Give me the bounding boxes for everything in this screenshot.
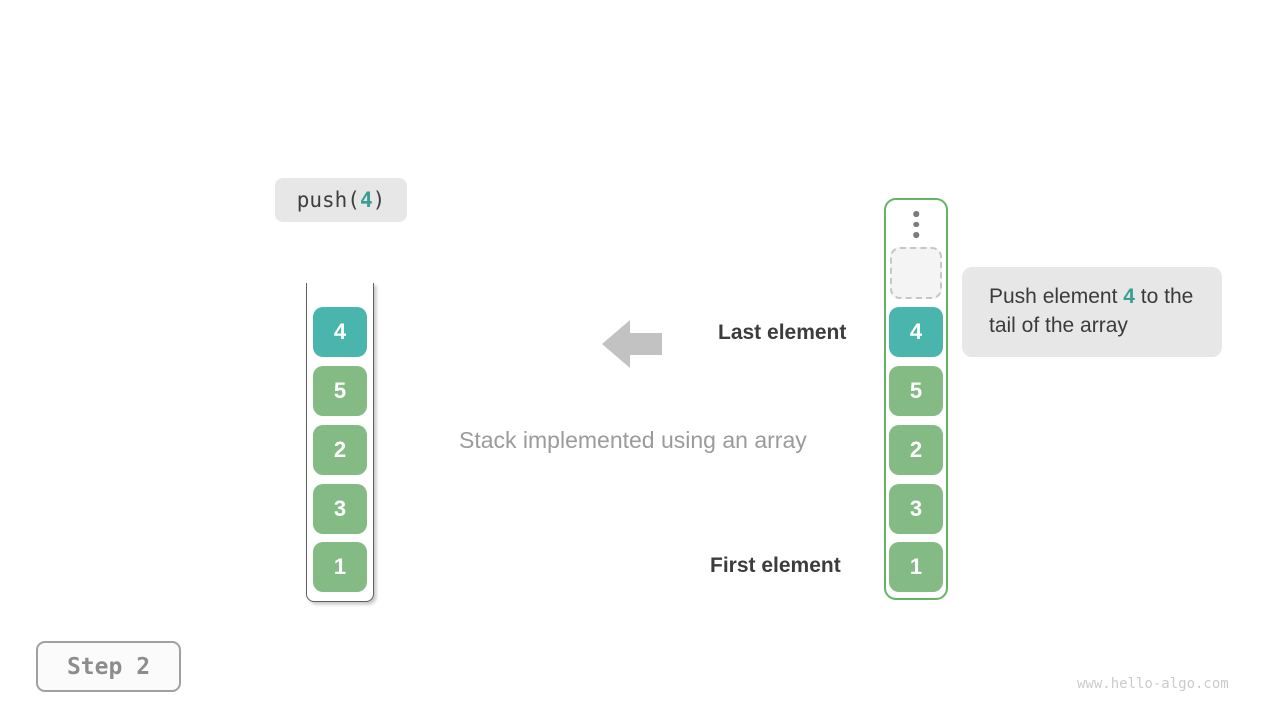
callout-value: 4 (1123, 285, 1135, 308)
stack-cell-value: 1 (333, 554, 347, 579)
step-badge-label: Step 2 (66, 653, 151, 680)
diagram-caption: Stack implemented using an array (459, 427, 807, 453)
array-cell: 1 (889, 542, 943, 592)
stack-cell: 2 (313, 425, 367, 475)
array-cell: 3 (889, 484, 943, 534)
array-cell-value: 5 (909, 378, 923, 403)
stack-cell-value: 4 (333, 319, 347, 344)
last-element-label: Last element (718, 321, 847, 344)
callout-bubble: Push element 4 to the tail of the array (962, 267, 1222, 357)
callout-text-before: Push element (989, 285, 1124, 308)
array-cell-value: 1 (909, 554, 923, 579)
operation-value: 4 (359, 188, 373, 212)
stack-cell-value: 3 (333, 496, 347, 521)
stack-cell: 5 (313, 366, 367, 416)
operation-label: push(4) (275, 178, 407, 222)
stack-cell-value: 5 (333, 378, 347, 403)
watermark: www.hello-algo.com (1077, 676, 1229, 692)
empty-array-slot (890, 247, 942, 299)
first-element-label: First element (710, 554, 841, 577)
array-container: 4 5 2 3 1 (884, 198, 948, 600)
vertical-ellipsis-icon (913, 211, 919, 238)
array-cell: 5 (889, 366, 943, 416)
stack-cell: 3 (313, 484, 367, 534)
stack-cell: 4 (313, 307, 367, 357)
callout-text-after: to the tail of the array (989, 285, 1194, 337)
array-cell-value: 4 (909, 319, 923, 344)
stack-cell: 1 (313, 542, 367, 592)
step-badge: Step 2 (36, 641, 181, 692)
stack-container: 4 5 2 3 1 (306, 283, 374, 602)
array-cell-value: 3 (909, 496, 923, 521)
operation-suffix: ) (372, 188, 386, 212)
array-cell-value: 2 (909, 437, 923, 462)
left-arrow-icon (602, 320, 662, 368)
array-cell: 2 (889, 425, 943, 475)
operation-prefix: push( (296, 188, 360, 212)
array-cell: 4 (889, 307, 943, 357)
stack-cell-value: 2 (333, 437, 347, 462)
